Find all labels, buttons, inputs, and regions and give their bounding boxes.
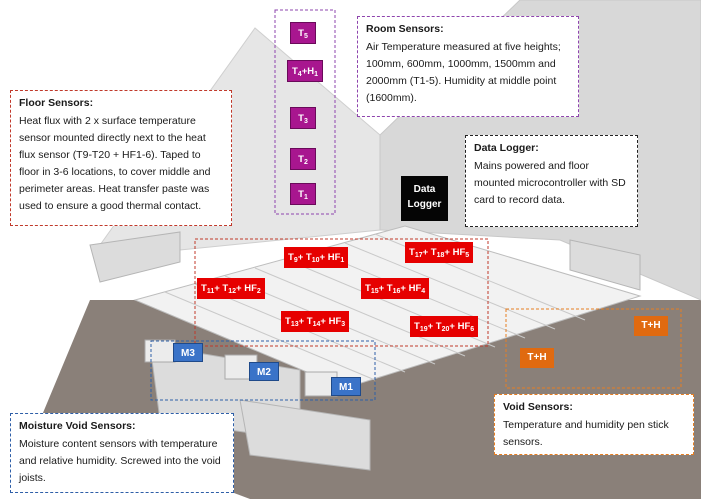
floor-sensors-title: Floor Sensors: <box>19 97 94 109</box>
moisture-sensor-m2: M2 <box>249 362 279 381</box>
room-sensor-t4-h1: T4+H1 <box>287 60 323 82</box>
data-logger-device: Data Logger <box>401 176 448 221</box>
moisture-sensor-m1: M1 <box>331 377 361 396</box>
moisture-void-sensors-body: Moisture content sensors with temperatur… <box>19 438 221 484</box>
floor-sensor-hf1: T9+ T10+ HF1 <box>284 247 349 268</box>
data-logger-label-line2: Logger <box>407 199 442 210</box>
void-sensors-title: Void Sensors: <box>503 401 573 413</box>
void-sensor-th-right: T+H <box>634 316 668 336</box>
moisture-sensor-m3: M3 <box>173 343 203 362</box>
void-sensors-body: Temperature and humidity pen stick senso… <box>503 419 669 448</box>
void-sensor-zone <box>505 308 682 389</box>
room-sensor-t3: T3 <box>290 107 316 129</box>
floor-sensor-zone <box>194 238 489 347</box>
data-logger-title: Data Logger: <box>474 142 539 154</box>
void-sensors-callout: Void Sensors: Temperature and humidity p… <box>494 394 694 455</box>
room-sensors-body: Air Temperature measured at five heights… <box>366 41 561 104</box>
void-sensor-th-left: T+H <box>520 348 554 368</box>
room-sensor-t2: T2 <box>290 148 316 170</box>
room-sensors-title: Room Sensors: <box>366 23 444 35</box>
floor-sensor-hf6: T19+ T20+ HF6 <box>410 316 479 337</box>
floor-sensor-hf3: T13+ T14+ HF3 <box>281 311 350 332</box>
data-logger-callout: Data Logger: Mains powered and floor mou… <box>465 135 638 227</box>
data-logger-body: Mains powered and floor mounted microcon… <box>474 160 626 206</box>
floor-sensors-body: Heat flux with 2 x surface temperature s… <box>19 115 211 212</box>
floor-sensor-hf5: T17+ T18+ HF5 <box>405 242 474 263</box>
room-sensor-t5: T5 <box>290 22 316 44</box>
room-sensors-callout: Room Sensors: Air Temperature measured a… <box>357 16 579 117</box>
data-logger-label-line1: Data <box>413 184 436 195</box>
floor-sensor-hf4: T15+ T16+ HF4 <box>361 278 430 299</box>
room-sensor-column <box>274 9 336 215</box>
floor-sensor-hf2: T11+ T12+ HF2 <box>197 278 265 299</box>
floor-sensors-callout: Floor Sensors: Heat flux with 2 x surfac… <box>10 90 232 226</box>
moisture-void-sensors-title: Moisture Void Sensors: <box>19 420 136 432</box>
moisture-sensor-zone <box>150 340 376 401</box>
moisture-void-sensors-callout: Moisture Void Sensors: Moisture content … <box>10 413 234 493</box>
room-sensor-t1: T1 <box>290 183 316 205</box>
